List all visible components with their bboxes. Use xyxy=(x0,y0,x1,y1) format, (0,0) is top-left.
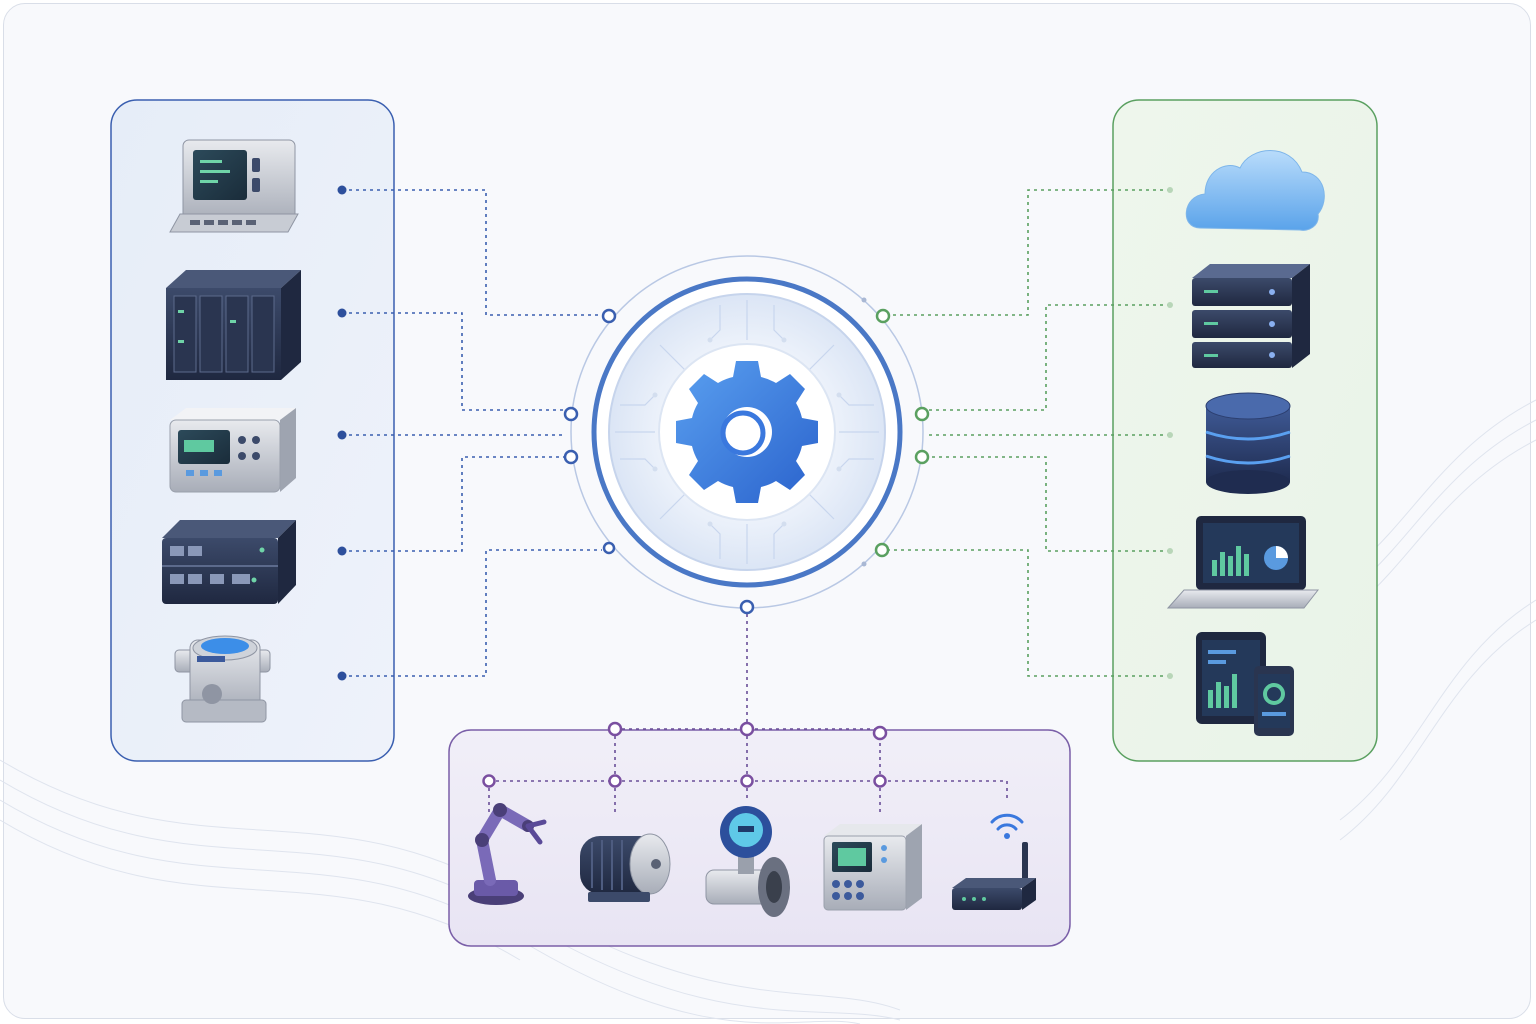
industrial-terminal-icon xyxy=(169,139,299,233)
cloud-icon xyxy=(1185,150,1325,231)
network-switch-icon xyxy=(162,520,296,604)
control-unit-icon xyxy=(823,824,922,911)
gear-icon xyxy=(676,361,818,503)
plc-rack-icon xyxy=(166,270,301,380)
tablet-phone-dashboard-icon xyxy=(1196,632,1294,736)
right-connector-dots xyxy=(1167,187,1173,679)
electric-motor-icon xyxy=(580,833,671,902)
central-hub xyxy=(563,255,930,615)
left-connectors xyxy=(342,189,602,677)
server-stack-icon xyxy=(1192,264,1310,368)
bottom-connector-nodes xyxy=(482,721,888,788)
right-connectors xyxy=(888,189,1170,677)
wireless-router-icon xyxy=(952,813,1036,910)
laptop-dashboard-icon xyxy=(1166,516,1320,609)
hmi-controller-icon xyxy=(169,408,296,493)
flow-meter-icon xyxy=(705,806,790,917)
left-connector-dots xyxy=(337,185,347,681)
robot-arm-icon xyxy=(468,803,547,905)
valve-sensor-icon xyxy=(174,635,271,723)
database-icon xyxy=(1205,392,1291,494)
